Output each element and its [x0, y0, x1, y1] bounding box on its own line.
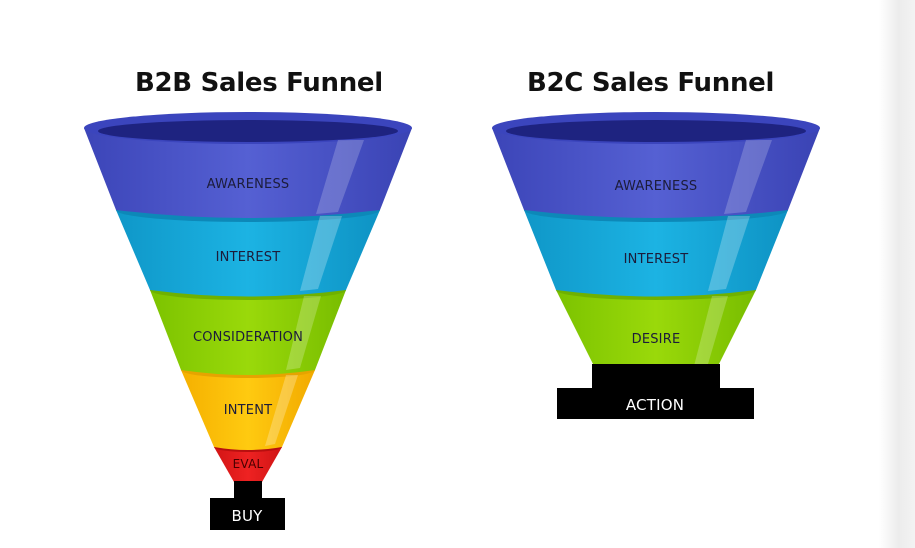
b2b-stage-interest-label: INTEREST — [216, 250, 281, 265]
b2c-stage-awareness: AWARENESS — [492, 112, 820, 218]
b2b-base-buy-label: BUY — [231, 507, 263, 525]
b2c-stage-interest-label: INTEREST — [624, 252, 689, 267]
b2c-funnel: DESIRE INTEREST AWARENESS ACT — [492, 112, 820, 419]
right-edge-shadow — [879, 0, 915, 548]
b2c-stage-awareness-label: AWARENESS — [615, 179, 698, 194]
b2c-stage-desire-label: DESIRE — [632, 332, 681, 347]
b2b-funnel-title: B2B Sales Funnel — [135, 68, 383, 98]
b2c-funnel-title: B2C Sales Funnel — [527, 68, 775, 98]
b2b-stage-awareness-label: AWARENESS — [207, 177, 290, 192]
b2b-base-buy: BUY — [210, 481, 285, 530]
b2b-stage-intent-label: INTENT — [224, 403, 273, 418]
b2b-stage-consideration-label: CONSIDERATION — [193, 330, 303, 345]
b2b-stage-eval-label: EVAL — [233, 457, 264, 471]
b2b-stage-awareness: AWARENESS — [84, 112, 412, 218]
b2c-base-action-label: ACTION — [626, 396, 684, 414]
b2c-base-action: ACTION — [557, 364, 754, 419]
b2b-stage-intent: INTENT — [181, 362, 315, 450]
b2b-funnel: EVAL INTENT CONSIDERATION INT — [84, 112, 412, 530]
